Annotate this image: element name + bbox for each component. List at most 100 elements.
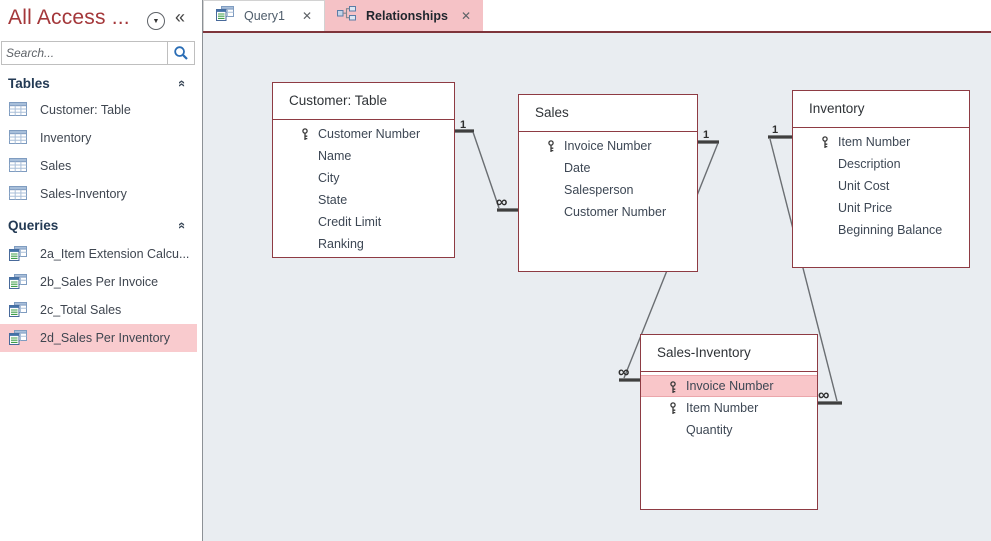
field-row[interactable]: Credit Limit — [273, 211, 454, 233]
query-icon — [9, 246, 27, 266]
tab-query1[interactable]: Query1 ✕ — [203, 0, 325, 31]
field-name: Invoice Number — [564, 139, 652, 153]
close-icon[interactable]: ✕ — [301, 9, 312, 23]
nav-item-query-2a[interactable]: 2a_Item Extension Calcu... — [0, 240, 197, 268]
query-icon — [216, 6, 234, 26]
table-icon — [9, 102, 27, 121]
diagram-table-title[interactable]: Inventory — [793, 91, 969, 128]
primary-key-icon — [667, 402, 679, 420]
nav-item-label: 2c_Total Sales — [40, 303, 122, 317]
field-row[interactable]: Unit Price — [793, 197, 969, 219]
field-name: Item Number — [838, 135, 911, 149]
nav-item-query-2c[interactable]: 2c_Total Sales — [0, 296, 197, 324]
field-name: Customer Number — [318, 127, 421, 141]
relationships-icon — [337, 5, 356, 26]
navigation-pane: All Access ... ▼ « Tables « Custo — [0, 0, 203, 541]
table-icon — [9, 186, 27, 205]
diagram-table-title[interactable]: Customer: Table — [273, 83, 454, 120]
search-input[interactable] — [2, 42, 167, 64]
field-name: Unit Price — [838, 201, 893, 215]
field-name: Item Number — [686, 401, 759, 415]
field-list: Invoice Number Date Salesperson Customer… — [519, 132, 697, 223]
field-name: Beginning Balance — [838, 223, 943, 237]
field-row[interactable]: Date — [519, 157, 697, 179]
field-row[interactable]: Beginning Balance — [793, 219, 969, 241]
field-row[interactable]: Customer Number — [273, 123, 454, 145]
search-box — [1, 41, 195, 65]
primary-key-icon — [819, 136, 831, 154]
nav-item-sales-inventory[interactable]: Sales-Inventory — [0, 180, 197, 208]
tab-relationships-active[interactable]: Relationships ✕ — [325, 0, 483, 31]
diagram-table-title[interactable]: Sales — [519, 95, 697, 132]
diagram-table-sales-inventory[interactable]: Sales-Inventory Invoice Number Item Numb… — [640, 334, 818, 510]
nav-item-customer-table[interactable]: Customer: Table — [0, 96, 197, 124]
field-list: Item Number Description Unit Cost Unit P… — [793, 128, 969, 241]
field-row[interactable]: State — [273, 189, 454, 211]
nav-item-inventory[interactable]: Inventory — [0, 124, 197, 152]
field-name: Quantity — [686, 423, 733, 437]
field-row[interactable]: City — [273, 167, 454, 189]
field-row[interactable]: Quantity — [641, 419, 817, 441]
nav-item-label: 2a_Item Extension Calcu... — [40, 247, 190, 261]
diagram-table-sales[interactable]: Sales Invoice Number Date Salesperson Cu… — [518, 94, 698, 272]
search-button[interactable] — [167, 42, 194, 64]
tab-label: Relationships — [366, 8, 448, 23]
nav-item-query-2b[interactable]: 2b_Sales Per Invoice — [0, 268, 197, 296]
field-name: Credit Limit — [318, 215, 382, 229]
field-row[interactable]: Item Number — [641, 397, 817, 419]
field-name: Date — [564, 161, 591, 175]
query-icon — [9, 274, 27, 294]
dropdown-arrow-icon: ▼ — [152, 17, 160, 25]
chevron-collapse-icon: « — [174, 221, 190, 229]
tab-label: Query1 — [244, 9, 285, 23]
nav-item-label: 2b_Sales Per Invoice — [40, 275, 159, 289]
section-header-queries[interactable]: Queries « — [0, 212, 196, 238]
section-header-tables[interactable]: Tables « — [0, 70, 196, 96]
nav-item-label: Sales-Inventory — [40, 187, 127, 201]
table-icon — [9, 158, 27, 177]
query-icon — [9, 302, 27, 322]
primary-key-icon — [299, 128, 311, 146]
field-row[interactable]: Salesperson — [519, 179, 697, 201]
field-list: Customer Number Name City State Credit L… — [273, 120, 454, 255]
field-name: Salesperson — [564, 183, 634, 197]
field-row[interactable]: Customer Number — [519, 201, 697, 223]
close-icon[interactable]: ✕ — [460, 8, 471, 23]
nav-item-label: Sales — [40, 159, 72, 173]
nav-item-label: Inventory — [40, 131, 92, 145]
nav-item-label: 2d_Sales Per Inventory — [40, 331, 170, 345]
query-icon — [9, 330, 27, 350]
field-name: Invoice Number — [686, 379, 774, 393]
collapse-chevrons-icon: « — [175, 7, 186, 27]
nav-item-query-2d-selected[interactable]: 2d_Sales Per Inventory — [0, 324, 197, 352]
field-row[interactable]: Invoice Number — [519, 135, 697, 157]
field-name: Name — [318, 149, 352, 163]
tab-bar-underline — [203, 31, 991, 33]
nav-pane-menu-button[interactable]: ▼ — [147, 12, 165, 30]
field-row[interactable]: Unit Cost — [793, 175, 969, 197]
chevron-collapse-icon: « — [174, 79, 190, 87]
field-name: Customer Number — [564, 205, 667, 219]
field-row[interactable]: Name — [273, 145, 454, 167]
search-icon — [174, 46, 188, 60]
primary-key-icon — [545, 140, 557, 158]
diagram-table-inventory[interactable]: Inventory Item Number Description Unit C… — [792, 90, 970, 268]
nav-pane-title[interactable]: All Access ... — [8, 6, 130, 29]
field-list: Invoice Number Item Number Quantity — [641, 372, 817, 441]
document-tab-bar: Query1 ✕ Relationships ✕ — [203, 0, 991, 33]
shutter-bar-collapse-button[interactable]: « — [175, 7, 185, 28]
field-row[interactable]: Description — [793, 153, 969, 175]
primary-key-icon — [667, 381, 679, 399]
table-icon — [9, 130, 27, 149]
section-label: Queries — [8, 217, 59, 233]
nav-item-label: Customer: Table — [40, 103, 131, 117]
field-row-selected[interactable]: Invoice Number — [641, 375, 817, 397]
field-name: City — [318, 171, 340, 185]
diagram-table-customer[interactable]: Customer: Table Customer Number Name Cit… — [272, 82, 455, 258]
field-row[interactable]: Item Number — [793, 131, 969, 153]
field-name: Unit Cost — [838, 179, 890, 193]
diagram-table-title[interactable]: Sales-Inventory — [641, 335, 817, 372]
field-row[interactable]: Ranking — [273, 233, 454, 255]
nav-item-sales[interactable]: Sales — [0, 152, 197, 180]
